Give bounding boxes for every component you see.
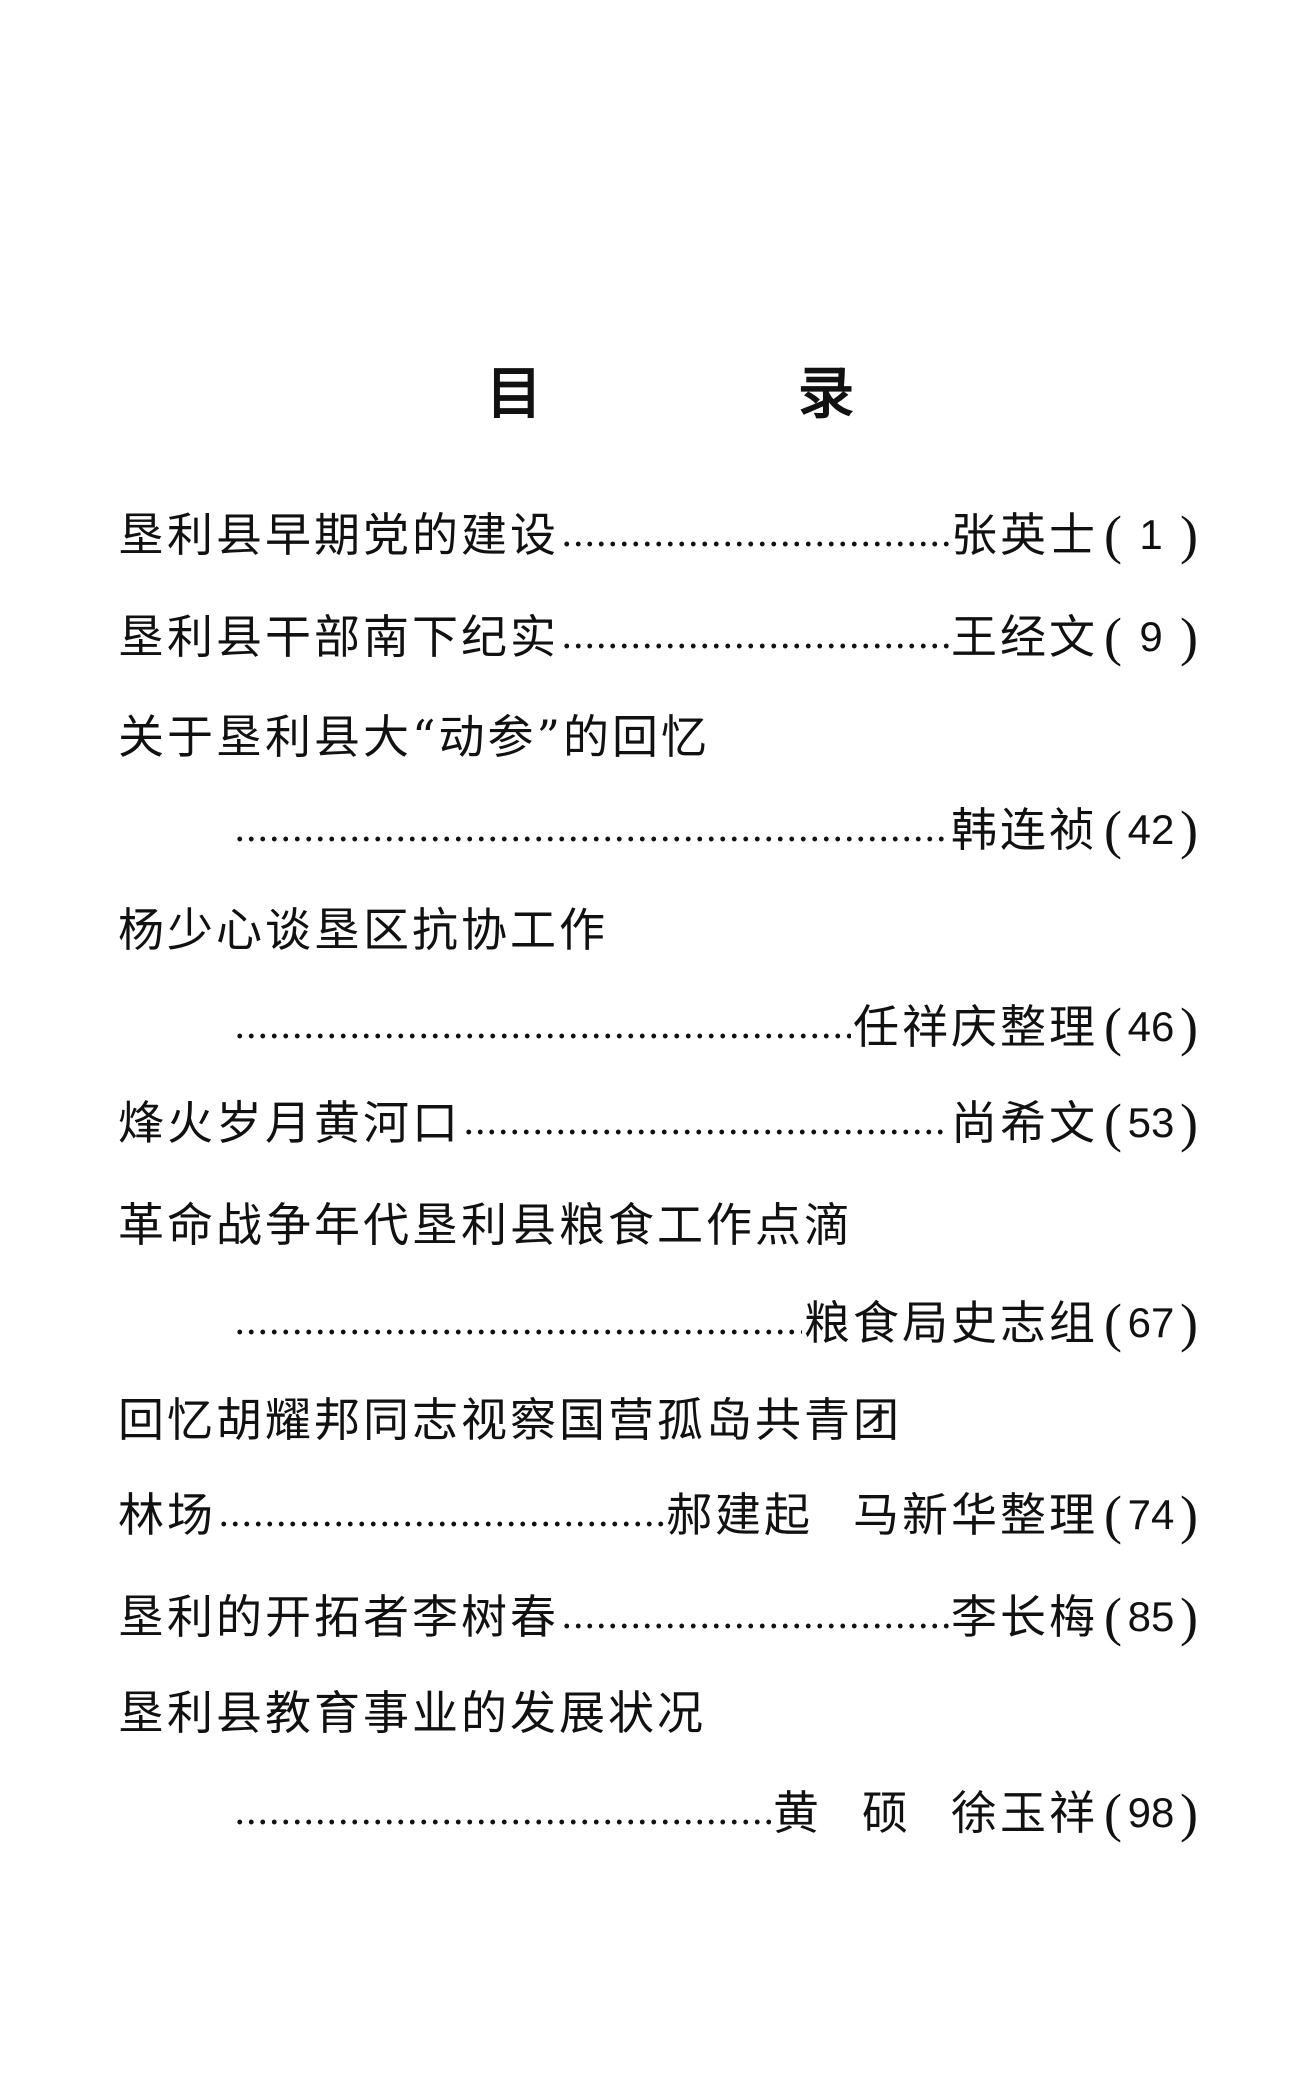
leader-dots [561, 605, 950, 669]
close-paren: ) [1180, 1783, 1198, 1843]
open-paren: ( [1104, 1293, 1123, 1353]
toc-entry[interactable]: 垦利县干部南下纪实 王经文 (9) [118, 605, 1198, 669]
entry-title: 垦利县教育事业的发展状况 [118, 1686, 706, 1740]
page-number-value: 42 [1127, 806, 1175, 853]
toc-heading-char-1: 目 [486, 361, 542, 427]
entry-author-2: 徐玉祥 [951, 1786, 1099, 1840]
page-number: (9) [1104, 605, 1198, 669]
toc-entry-continuation[interactable]: 韩连祯 (42) [232, 798, 1198, 862]
toc-entry-continuation[interactable]: 粮食局史志组 (67) [232, 1291, 1198, 1355]
toc-entry-title-line[interactable]: 革命战争年代垦利县粮食工作点滴 [118, 1193, 1198, 1257]
page-number: (98) [1104, 1781, 1198, 1845]
close-paren: ) [1180, 505, 1198, 565]
open-paren: ( [1104, 607, 1123, 667]
close-paren: ) [1180, 1485, 1198, 1545]
toc-entry-title-line[interactable]: 关于垦利县大“动参”的回忆 [118, 705, 1198, 769]
leader-dots [234, 1781, 772, 1845]
open-paren: ( [1104, 800, 1123, 860]
entry-author-1: 黄 [773, 1786, 823, 1840]
toc-entry-title-line[interactable]: 回忆胡耀邦同志视察国营孤岛共青团 [118, 1388, 1198, 1452]
leader-dots [561, 503, 950, 567]
leader-dots [463, 1091, 950, 1155]
entry-author: 粮食局史志组 [804, 1296, 1099, 1350]
entry-author-1b: 硕 [862, 1786, 912, 1840]
page-number-value: 85 [1127, 1593, 1175, 1640]
toc-entry-continuation[interactable]: 任祥庆整理 (46) [232, 995, 1198, 1059]
leader-dots [234, 995, 852, 1059]
page-number-value: 1 [1139, 511, 1163, 558]
close-paren: ) [1180, 997, 1198, 1057]
toc-entry-title-line[interactable]: 垦利县教育事业的发展状况 [118, 1681, 1198, 1745]
entry-author-2: 马新华整理 [853, 1488, 1099, 1542]
page-number-value: 67 [1127, 1299, 1175, 1346]
page-number: (42) [1104, 798, 1198, 862]
open-paren: ( [1104, 1485, 1123, 1545]
close-paren: ) [1180, 1093, 1198, 1153]
entry-author-1: 郝建起 [666, 1488, 814, 1542]
page-number-value: 46 [1127, 1003, 1175, 1050]
open-paren: ( [1104, 1093, 1123, 1153]
page-number: (67) [1104, 1291, 1198, 1355]
close-paren: ) [1180, 800, 1198, 860]
close-paren: ) [1180, 607, 1198, 667]
page-number-value: 9 [1139, 613, 1163, 660]
page-number: (53) [1104, 1091, 1198, 1155]
toc-heading: 目 录 [0, 362, 1313, 426]
open-paren: ( [1104, 505, 1123, 565]
open-paren: ( [1104, 1587, 1123, 1647]
entry-title: 垦利县干部南下纪实 [118, 610, 559, 664]
toc-entry[interactable]: 烽火岁月黄河口 尚希文 (53) [118, 1091, 1198, 1155]
entry-title-continuation: 林场 [118, 1488, 216, 1542]
entry-title: 垦利县早期党的建设 [118, 508, 559, 562]
leader-dots [234, 1291, 803, 1355]
open-paren: ( [1104, 1783, 1123, 1843]
page-number-value: 53 [1127, 1099, 1175, 1146]
page-number: (85) [1104, 1585, 1198, 1649]
page-number-value: 98 [1127, 1789, 1175, 1836]
page-number: (46) [1104, 995, 1198, 1059]
entry-author: 张英士 [951, 508, 1099, 562]
entry-author: 韩连祯 [951, 803, 1099, 857]
entry-title: 杨少心谈垦区抗协工作 [118, 903, 608, 957]
toc-heading-char-2: 录 [798, 361, 854, 427]
entry-title: 回忆胡耀邦同志视察国营孤岛共青团 [118, 1393, 902, 1447]
entry-title: 关于垦利县大“动参”的回忆 [118, 710, 711, 764]
toc-entry[interactable]: 垦利的开拓者李树春 李长梅 (85) [118, 1585, 1198, 1649]
entry-author: 李长梅 [951, 1590, 1099, 1644]
entry-title: 革命战争年代垦利县粮食工作点滴 [118, 1198, 853, 1252]
page-number-value: 74 [1127, 1491, 1175, 1538]
leader-dots [561, 1585, 950, 1649]
leader-dots [218, 1483, 665, 1547]
page-number: (1) [1104, 503, 1198, 567]
toc-entry-continuation[interactable]: 林场 郝建起 马新华整理 (74) [118, 1483, 1198, 1547]
close-paren: ) [1180, 1293, 1198, 1353]
leader-dots [234, 798, 950, 862]
toc-entry[interactable]: 垦利县早期党的建设 张英士 (1) [118, 503, 1198, 567]
toc-entry-continuation[interactable]: 黄 硕 徐玉祥 (98) [232, 1781, 1198, 1845]
page-number: (74) [1104, 1483, 1198, 1547]
open-paren: ( [1104, 997, 1123, 1057]
entry-author: 尚希文 [951, 1096, 1099, 1150]
entry-title: 烽火岁月黄河口 [118, 1096, 461, 1150]
entry-title: 垦利的开拓者李树春 [118, 1590, 559, 1644]
entry-author: 任祥庆整理 [853, 1000, 1099, 1054]
close-paren: ) [1180, 1587, 1198, 1647]
entry-author: 王经文 [951, 610, 1099, 664]
toc-entry-title-line[interactable]: 杨少心谈垦区抗协工作 [118, 898, 1198, 962]
